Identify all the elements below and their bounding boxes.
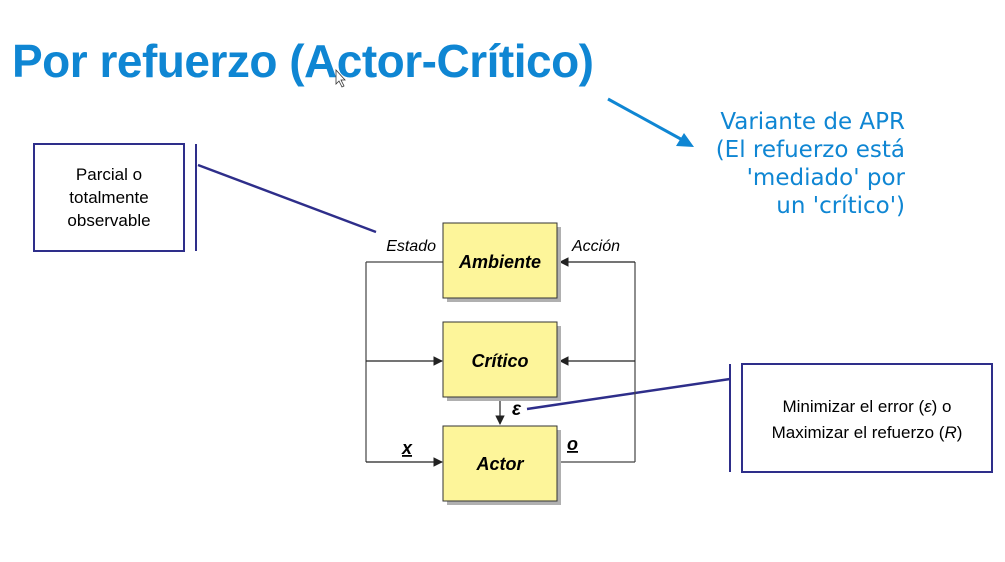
note-line: Variante de APR <box>720 109 905 135</box>
actor-label: Actor <box>475 454 524 474</box>
note-line: un 'crítico') <box>776 193 905 219</box>
critico-block <box>442 321 558 398</box>
callout-left-connector <box>197 163 377 234</box>
callout-left-line: Parcial o <box>76 165 142 184</box>
mouse-cursor-icon <box>335 68 346 88</box>
callout-left-line: totalmente <box>69 188 148 207</box>
callout-right-box <box>741 363 993 473</box>
callout-right-line1: Minimizar el error (ε) o <box>782 397 951 416</box>
critico-label: Crítico <box>471 351 528 371</box>
ambiente-label: Ambiente <box>458 252 541 272</box>
callout-right-line2: Maximizar el refuerzo (R) <box>772 423 963 442</box>
callout-right-connector <box>526 377 731 411</box>
note-line: (El refuerzo está <box>715 137 905 163</box>
actor-block <box>442 425 558 502</box>
ambiente-block <box>442 222 558 299</box>
callout-left-line: observable <box>67 211 150 230</box>
note-arrowhead <box>676 133 694 147</box>
accion-label: Acción <box>571 238 620 255</box>
variant-note: Variante de APR (El refuerzo está 'media… <box>716 108 905 220</box>
note-arrow <box>607 97 689 145</box>
o-label: o <box>567 434 578 454</box>
x-label: x <box>401 438 413 458</box>
note-line: 'mediado' por <box>746 165 905 191</box>
callout-left-box <box>33 143 185 252</box>
slide-title: Por refuerzo (Actor-Crítico) <box>12 35 594 87</box>
epsilon-label: ε <box>512 399 522 420</box>
estado-label: Estado <box>386 238 436 255</box>
